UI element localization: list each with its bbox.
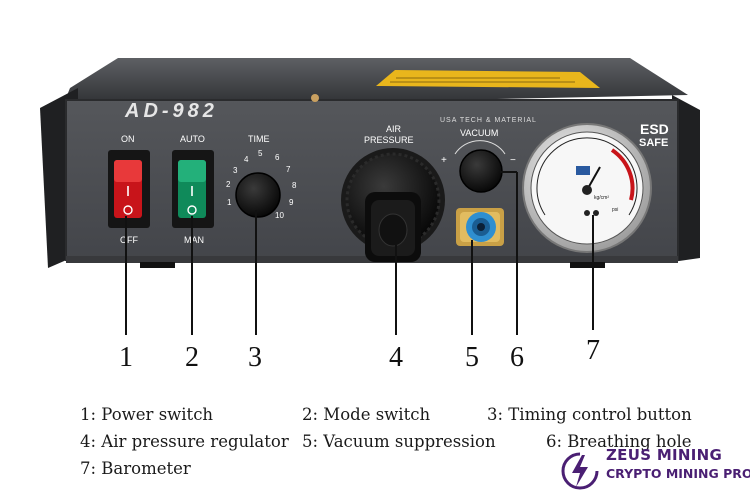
mode-switch[interactable]: [178, 160, 206, 218]
on-label: ON: [121, 134, 135, 144]
air-label: AIR: [386, 124, 402, 134]
svg-text:7: 7: [286, 165, 291, 174]
callout-7: 7: [586, 335, 600, 366]
brand-name: ZEUS MINING: [606, 446, 723, 464]
gauge-unit-psi: psi: [612, 207, 618, 213]
callout-6: 6: [510, 342, 524, 373]
time-dial-numbers: 1 2 3 4 5 6 7 8 9 10: [226, 149, 297, 220]
model-name: AD-982: [124, 100, 218, 122]
svg-text:3: 3: [233, 166, 238, 175]
auto-label: AUTO: [180, 134, 205, 144]
svg-text:5: 5: [258, 149, 263, 158]
off-label: OFF: [120, 235, 138, 245]
callout-3: 3: [248, 342, 262, 373]
brand-tagline: CRYPTO MINING PRO: [606, 466, 750, 481]
svg-text:4: 4: [244, 155, 249, 164]
legend-item-6: 6: Breathing hole: [546, 432, 692, 451]
svg-text:2: 2: [226, 180, 231, 189]
callout-1: 1: [119, 342, 133, 373]
leader-lines: [125, 171, 594, 335]
svg-text:8: 8: [292, 181, 297, 190]
legend-item-2: 2: Mode switch: [302, 405, 431, 424]
pressure-label: PRESSURE: [364, 135, 414, 145]
air-pressure-regulator[interactable]: [341, 148, 445, 262]
vacuum-label: VACUUM: [460, 128, 498, 138]
safe-label: SAFE: [639, 137, 668, 149]
legend-item-3: 3: Timing control button: [487, 405, 692, 424]
legend-item-7: 7: Barometer: [80, 459, 191, 478]
svg-text:6: 6: [275, 153, 280, 162]
brand-logo: [561, 452, 599, 490]
vacuum-plus: +: [441, 155, 447, 166]
warning-label: [376, 70, 600, 88]
vacuum-knob[interactable]: [459, 149, 503, 193]
timer-knob[interactable]: [235, 172, 281, 218]
svg-text:10: 10: [275, 211, 284, 220]
svg-text:9: 9: [289, 198, 294, 207]
power-switch[interactable]: [114, 160, 142, 218]
vacuum-minus: −: [510, 155, 516, 166]
barometer-gauge: [522, 123, 652, 253]
time-label: TIME: [248, 134, 270, 144]
gauge-unit-kg: kg/cm²: [594, 195, 609, 201]
legend-item-1: 1: Power switch: [80, 405, 214, 424]
vacuum-fitting[interactable]: [456, 208, 504, 246]
man-label: MAN: [184, 235, 204, 245]
legend-item-5: 5: Vacuum suppression: [302, 432, 496, 451]
callout-2: 2: [185, 342, 199, 373]
model-subtitle: USA TECH & MATERIAL: [440, 117, 537, 124]
legend-item-4: 4: Air pressure regulator: [80, 432, 289, 451]
svg-text:1: 1: [227, 198, 232, 207]
callout-4: 4: [389, 342, 403, 373]
esd-label: ESD: [640, 121, 669, 137]
callout-5: 5: [465, 342, 479, 373]
lightning-icon: [561, 452, 599, 490]
